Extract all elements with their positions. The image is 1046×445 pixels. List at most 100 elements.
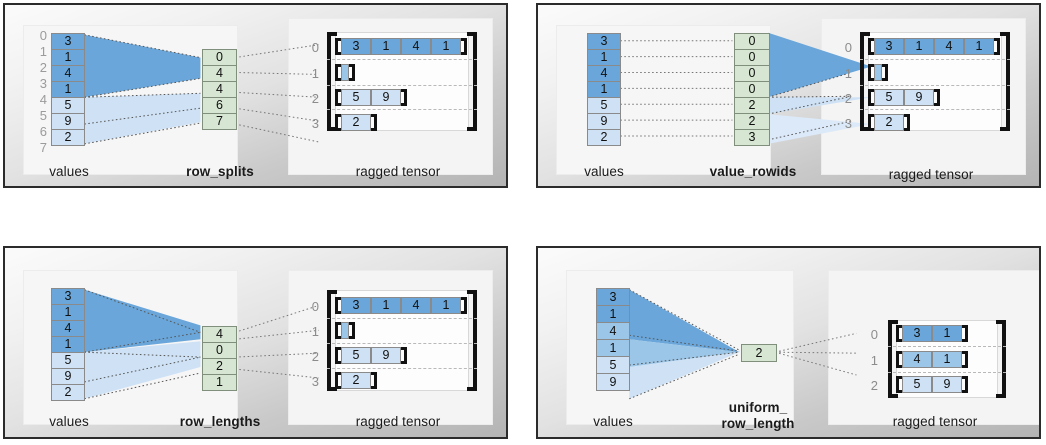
row-bracket-open-icon (868, 89, 874, 106)
row-divider (327, 85, 477, 86)
row-bracket-close-icon (962, 325, 968, 342)
row-bracket-close-icon (882, 64, 888, 81)
encoding-cell: 0 (734, 65, 770, 82)
bracket-open-icon (327, 32, 337, 131)
tensor-cell: 4 (401, 297, 431, 314)
tensor-cell: 2 (874, 114, 904, 131)
value-cell: 5 (51, 97, 85, 114)
encoding-cell: 6 (202, 97, 237, 114)
tensor-cell: 5 (902, 376, 932, 393)
encoding-cell: 4 (202, 81, 237, 98)
encoding-caption: row_lengths (179, 414, 261, 429)
row-bracket-close-icon (349, 64, 355, 81)
bracket-close-icon (467, 290, 477, 391)
tensor-row-index: 0 (311, 299, 319, 314)
row-bracket-close-icon (934, 89, 940, 106)
bracket-open-icon (888, 320, 898, 398)
values-caption: values (584, 164, 624, 179)
encoding-cell: 7 (202, 113, 237, 130)
tensor-cell: 5 (874, 89, 904, 106)
row-bracket-open-icon (896, 351, 902, 368)
panel-value-rowids: 3 1 4 1 5 9 2 0 0 0 0 2 2 3 0 1 2 3 3 1 (536, 3, 1041, 188)
value-index: 6 (39, 124, 47, 139)
panel-uniform-row-length: 3 1 4 1 5 9 2 0 1 2 3 1 4 1 5 9 values u… (536, 246, 1041, 439)
encoding-cell: 2 (734, 97, 770, 114)
value-cell: 9 (587, 113, 621, 130)
tensor-cell: 3 (902, 325, 932, 342)
tensor-cell: 1 (371, 38, 401, 55)
encoding-cell: 2 (741, 344, 777, 362)
tensor-row-index: 1 (311, 324, 319, 339)
bracket-open-icon (327, 290, 337, 391)
tensor-cell: 1 (932, 351, 962, 368)
value-cell: 1 (596, 305, 630, 323)
encoding-cell: 0 (202, 342, 237, 359)
panel-row-splits: 0 1 2 3 4 5 6 7 3 1 4 1 5 9 2 0 4 4 6 7 (3, 3, 508, 188)
tensor-row-index: 0 (844, 40, 852, 55)
row-bracket-close-icon (962, 351, 968, 368)
row-bracket-open-icon (868, 64, 874, 81)
encoding-caption: row_splits (186, 164, 254, 179)
values-caption: values (49, 414, 89, 429)
row-divider (327, 109, 477, 110)
tensor-cell: 4 (934, 38, 964, 55)
encoding-cell: 2 (734, 113, 770, 130)
value-cell: 1 (587, 49, 621, 66)
tensor-cell: 9 (932, 376, 962, 393)
tensor-row-index: 2 (311, 349, 319, 364)
row-divider (327, 59, 477, 60)
row-divider (860, 109, 1010, 110)
tensor-row-index: 2 (844, 91, 852, 106)
row-bracket-close-icon (349, 322, 355, 339)
tensor-row-index: 2 (311, 91, 319, 106)
row-bracket-open-icon (335, 114, 341, 131)
tensor-cell: 3 (874, 38, 904, 55)
tensor-row-index: 0 (311, 40, 319, 55)
encoding-cell: 0 (734, 33, 770, 50)
row-bracket-close-icon (401, 347, 407, 364)
tensor-row-index: 3 (311, 374, 319, 389)
row-bracket-open-icon (868, 114, 874, 131)
value-cell: 5 (51, 352, 85, 369)
value-cell: 4 (51, 65, 85, 82)
value-cell: 3 (51, 288, 85, 305)
value-cell: 1 (587, 81, 621, 98)
value-cell: 9 (51, 368, 85, 385)
value-cell: 1 (51, 336, 85, 353)
value-cell: 1 (51, 81, 85, 98)
row-bracket-open-icon (896, 376, 902, 393)
encoding-caption: uniform_ row_length (721, 400, 795, 431)
tensor-cell: 2 (341, 372, 371, 389)
tensor-cell: 5 (341, 89, 371, 106)
tensor-caption: ragged tensor (892, 414, 978, 429)
value-index: 1 (39, 44, 47, 59)
tensor-caption: ragged tensor (888, 167, 974, 182)
encoding-caption: value_rowids (709, 164, 797, 179)
row-bracket-open-icon (335, 372, 341, 389)
tensor-row-index: 3 (311, 116, 319, 131)
value-cell: 1 (51, 49, 85, 66)
tensor-cell: 1 (932, 325, 962, 342)
value-index: 4 (39, 92, 47, 107)
row-bracket-close-icon (371, 372, 377, 389)
tensor-cell: 1 (904, 38, 934, 55)
row-bracket-close-icon (904, 114, 910, 131)
row-divider (888, 346, 1006, 347)
tensor-cell: 4 (902, 351, 932, 368)
tensor-cell: 2 (341, 114, 371, 131)
value-cell: 4 (596, 322, 630, 340)
bracket-close-icon (1000, 32, 1010, 131)
encoding-cell: 0 (202, 49, 237, 66)
encoding-cell: 4 (202, 65, 237, 82)
bracket-close-icon (467, 32, 477, 131)
value-index: 7 (39, 140, 47, 155)
row-bracket-open-icon (335, 322, 341, 339)
tensor-row-index: 2 (870, 378, 878, 393)
value-cell: 2 (587, 129, 621, 146)
tensor-cell-empty (874, 64, 882, 81)
row-divider (327, 343, 477, 344)
encoding-cell: 4 (202, 326, 237, 343)
tensor-cell: 9 (904, 89, 934, 106)
bracket-open-icon (860, 32, 870, 131)
bracket-close-icon (996, 320, 1006, 398)
